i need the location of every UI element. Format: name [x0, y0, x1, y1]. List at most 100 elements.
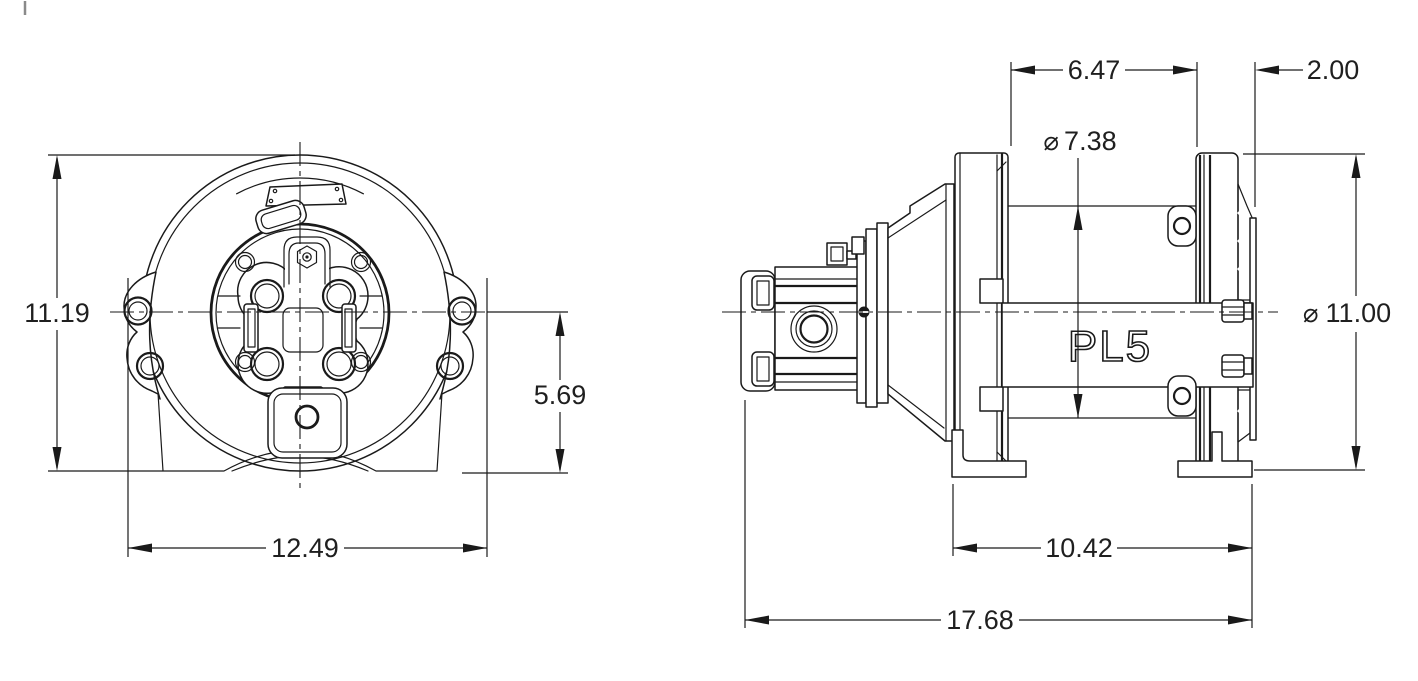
bolt-hole-inner: [237, 354, 253, 370]
dim-text-foot-length: 10.42: [1045, 533, 1113, 563]
arrowhead-down: [555, 449, 565, 473]
mount-bore-inner: [254, 283, 280, 309]
arrowhead-right: [1173, 65, 1197, 75]
arrowhead-down: [1351, 446, 1361, 470]
bolt-hole-inner: [353, 254, 369, 270]
arrowhead-right: [1228, 543, 1252, 553]
flange-chamfer: [996, 161, 1007, 172]
dim-text-flange-inner-width: 6.47: [1068, 55, 1121, 85]
nameplate-rivet: [272, 188, 278, 194]
arrowhead-left: [1255, 65, 1279, 75]
housing-top-boss-arc: [236, 177, 364, 195]
anchor-bracket: [267, 387, 348, 459]
tie-rod-nut: [1221, 354, 1245, 378]
motor-body: [774, 266, 859, 391]
diameter-symbol: ⌀: [1043, 127, 1059, 157]
bolt-hole: [234, 251, 256, 273]
arrowhead-left: [953, 543, 977, 553]
diameter-symbol: ⌀: [1303, 299, 1319, 329]
vent-hex-nut: [296, 245, 318, 269]
arrowhead-left: [128, 543, 152, 553]
vent-hex-dot: [305, 255, 309, 259]
vent-hex-bore: [302, 252, 312, 262]
motor-clamp-bolt: [756, 356, 770, 382]
ear-hole: [123, 296, 153, 326]
dim-text-overall-width: 12.49: [271, 533, 339, 563]
ear-hole: [435, 351, 465, 381]
ear-hole-inner: [452, 301, 472, 321]
flange-diameter-value: 11.00: [1326, 298, 1392, 328]
vent-tab-inner: [288, 242, 326, 285]
mount-bore-inner: [254, 351, 280, 377]
motor-port-boss: [790, 305, 838, 353]
hose-fitting-inner: [830, 246, 844, 262]
anchor-hole: [294, 404, 320, 430]
bolt-hole: [350, 251, 372, 273]
dimension-barrel-diameter: ⌀7.38: [1043, 126, 1117, 418]
arm-end-plate-left-inner: [247, 308, 256, 348]
arrowhead-up: [52, 155, 62, 179]
ear-hole-inner: [128, 301, 148, 321]
bolt-hole-inner: [353, 354, 369, 370]
side-view: PL5: [722, 152, 1278, 478]
foot-left: [951, 429, 1027, 478]
dim-text-overall-height: 11.19: [24, 298, 90, 328]
arrowhead-up: [1351, 154, 1361, 178]
plug-fitting: [851, 236, 865, 255]
mount-bore-inner: [326, 351, 352, 377]
adapter-plate: [865, 228, 878, 408]
nameplate-rivet: [334, 186, 340, 192]
dim-text-center-to-base: 5.69: [534, 380, 587, 410]
vent-tab: [283, 236, 331, 288]
cable-clamp-bolt: [1172, 216, 1192, 236]
hose-fitting: [826, 242, 848, 266]
arrowhead-left: [745, 615, 769, 625]
front-view: [110, 142, 497, 492]
motor-port-boss-mid: [795, 310, 833, 348]
adapter-plate: [856, 240, 867, 404]
tie-rod-boss: [979, 386, 1004, 412]
arrowhead-up: [1073, 206, 1083, 230]
arrowhead-right: [463, 543, 487, 553]
nameplate-rivet: [338, 197, 344, 203]
dim-text-end-width: 2.00: [1307, 55, 1360, 85]
arm-end-plate-right-inner: [344, 308, 353, 348]
dimension-flange-inner-width: 6.47: [1010, 55, 1198, 147]
tie-rod-end: [1243, 302, 1253, 320]
anchor-bracket-inner: [273, 393, 342, 453]
dimension-overall-length: 17.68: [744, 400, 1252, 635]
motor-port-bore: [799, 314, 829, 344]
drum-core-band: [1001, 302, 1254, 388]
dimension-overall-width: 12.49: [127, 278, 488, 563]
cone-inner-line: [887, 384, 945, 429]
ear-hole: [447, 296, 477, 326]
nameplate-rivet: [268, 198, 274, 204]
dimension-center-to-base: 5.69: [462, 311, 587, 474]
dimension-flange-diameter: ⌀11.00: [1243, 153, 1391, 471]
foot-right: [1177, 431, 1253, 478]
dim-text-overall-length: 17.68: [946, 605, 1014, 635]
arrowhead-up: [555, 312, 565, 336]
ear-hole-inner: [140, 356, 160, 376]
arm-end-plate-left: [243, 303, 259, 353]
cable-clamp-bottom: [1167, 375, 1197, 417]
cone-inner-line: [887, 199, 947, 239]
ear-hole: [135, 351, 165, 381]
flange-chamfer: [996, 451, 1007, 462]
tie-rod-end: [1243, 357, 1253, 375]
arrowhead-down: [1073, 394, 1083, 418]
arrowhead-down: [52, 447, 62, 471]
bolt-hole: [350, 351, 372, 373]
drum-model-label: PL5: [1068, 322, 1152, 371]
dim-text-flange-diameter: ⌀11.00: [1303, 298, 1391, 329]
arm-end-plate-right: [341, 303, 357, 353]
mount-bore-inner: [326, 283, 352, 309]
dim-text-barrel-diameter: ⌀7.38: [1043, 126, 1116, 157]
barrel-diameter-value: 7.38: [1064, 126, 1117, 156]
dimension-overall-height: 11.19: [24, 154, 295, 472]
motor-clamp-bolt: [756, 280, 770, 306]
cable-clamp-top: [1167, 205, 1197, 247]
motor-mount-center-square: [282, 307, 324, 353]
